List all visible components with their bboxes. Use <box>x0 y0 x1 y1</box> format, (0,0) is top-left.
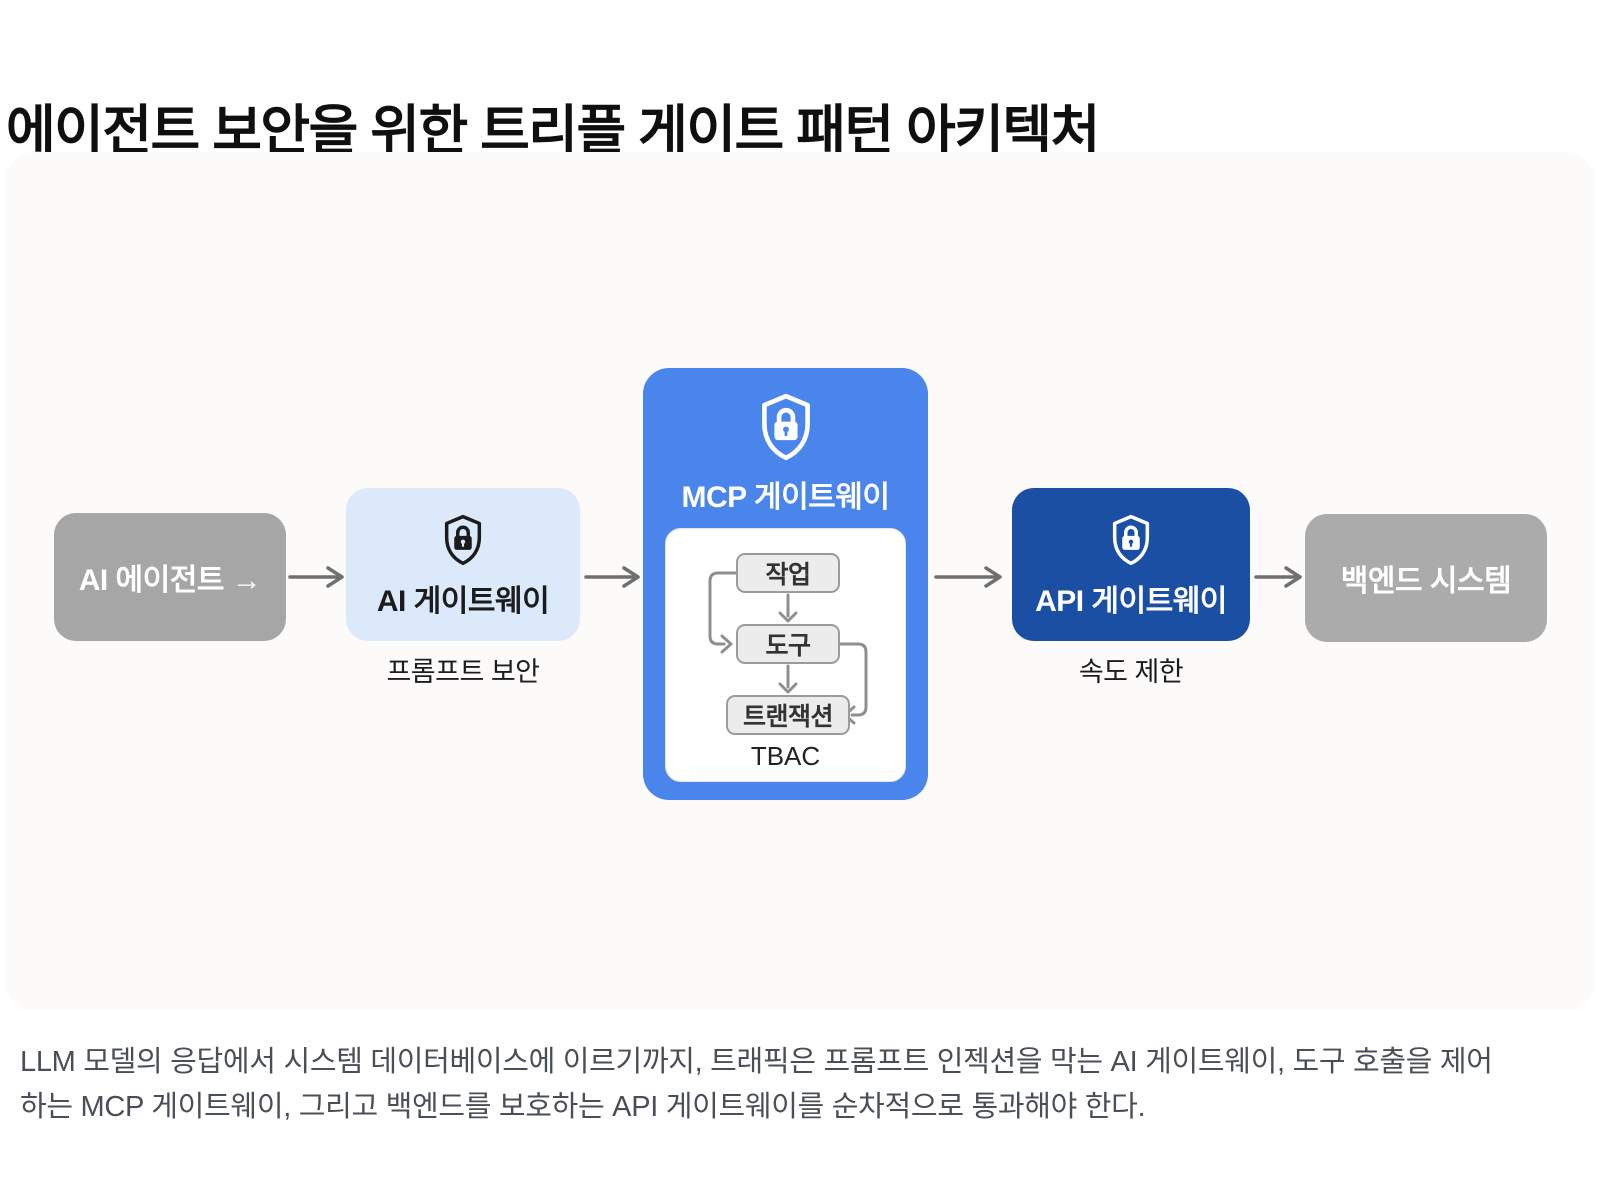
shield-lock-icon <box>1112 514 1150 565</box>
flow-arrow <box>934 566 1002 588</box>
node-label: MCP 게이트웨이 <box>681 481 890 514</box>
flow-arrow <box>288 566 344 588</box>
architecture-diagram: AI 에이전트 → AI 게이트웨이 프롬프트 보안 <box>6 152 1594 1010</box>
node-label: API 게이트웨이 <box>1035 584 1227 618</box>
description-line-1: LLM 모델의 응답에서 시스템 데이터베이스에 이르기까지, 트래픽은 프롬프… <box>20 1046 1493 1078</box>
tbac-step-task: 작업 <box>736 553 840 593</box>
node-api-gateway: API 게이트웨이 <box>1012 488 1250 641</box>
flow-arrow <box>1254 566 1302 588</box>
node-ai-agent: AI 에이전트 → <box>54 513 286 641</box>
node-ai-gateway: AI 게이트웨이 <box>346 488 580 641</box>
description-paragraph: LLM 모델의 응답에서 시스템 데이터베이스에 이르기까지, 트래픽은 프롬프… <box>20 1040 1585 1130</box>
page-title: 에이전트 보안을 위한 트리플 게이트 패턴 아키텍처 <box>6 101 1100 162</box>
tbac-panel: 작업 도구 트랜잭션 TBAC <box>665 528 906 782</box>
api-gateway-sublabel: 속도 제한 <box>1078 657 1184 687</box>
node-mcp-gateway: MCP 게이트웨이 작업 도구 <box>643 368 928 800</box>
tbac-step-tool: 도구 <box>736 624 840 664</box>
flow-arrow <box>584 566 640 588</box>
description-line-2: 하는 MCP 게이트웨이, 그리고 백엔드를 보호하는 API 게이트웨이를 순… <box>20 1091 1146 1123</box>
node-backend-system: 백엔드 시스템 <box>1305 514 1547 642</box>
node-label: AI 게이트웨이 <box>376 584 550 618</box>
shield-lock-icon <box>761 393 810 461</box>
tbac-caption: TBAC <box>750 741 821 771</box>
tbac-step-transaction: 트랜잭션 <box>726 695 850 735</box>
shield-lock-icon <box>444 514 482 565</box>
ai-gateway-sublabel: 프롬프트 보안 <box>386 657 540 687</box>
node-label: 백엔드 시스템 <box>1340 565 1512 598</box>
node-label: AI 에이전트 → <box>78 564 262 597</box>
